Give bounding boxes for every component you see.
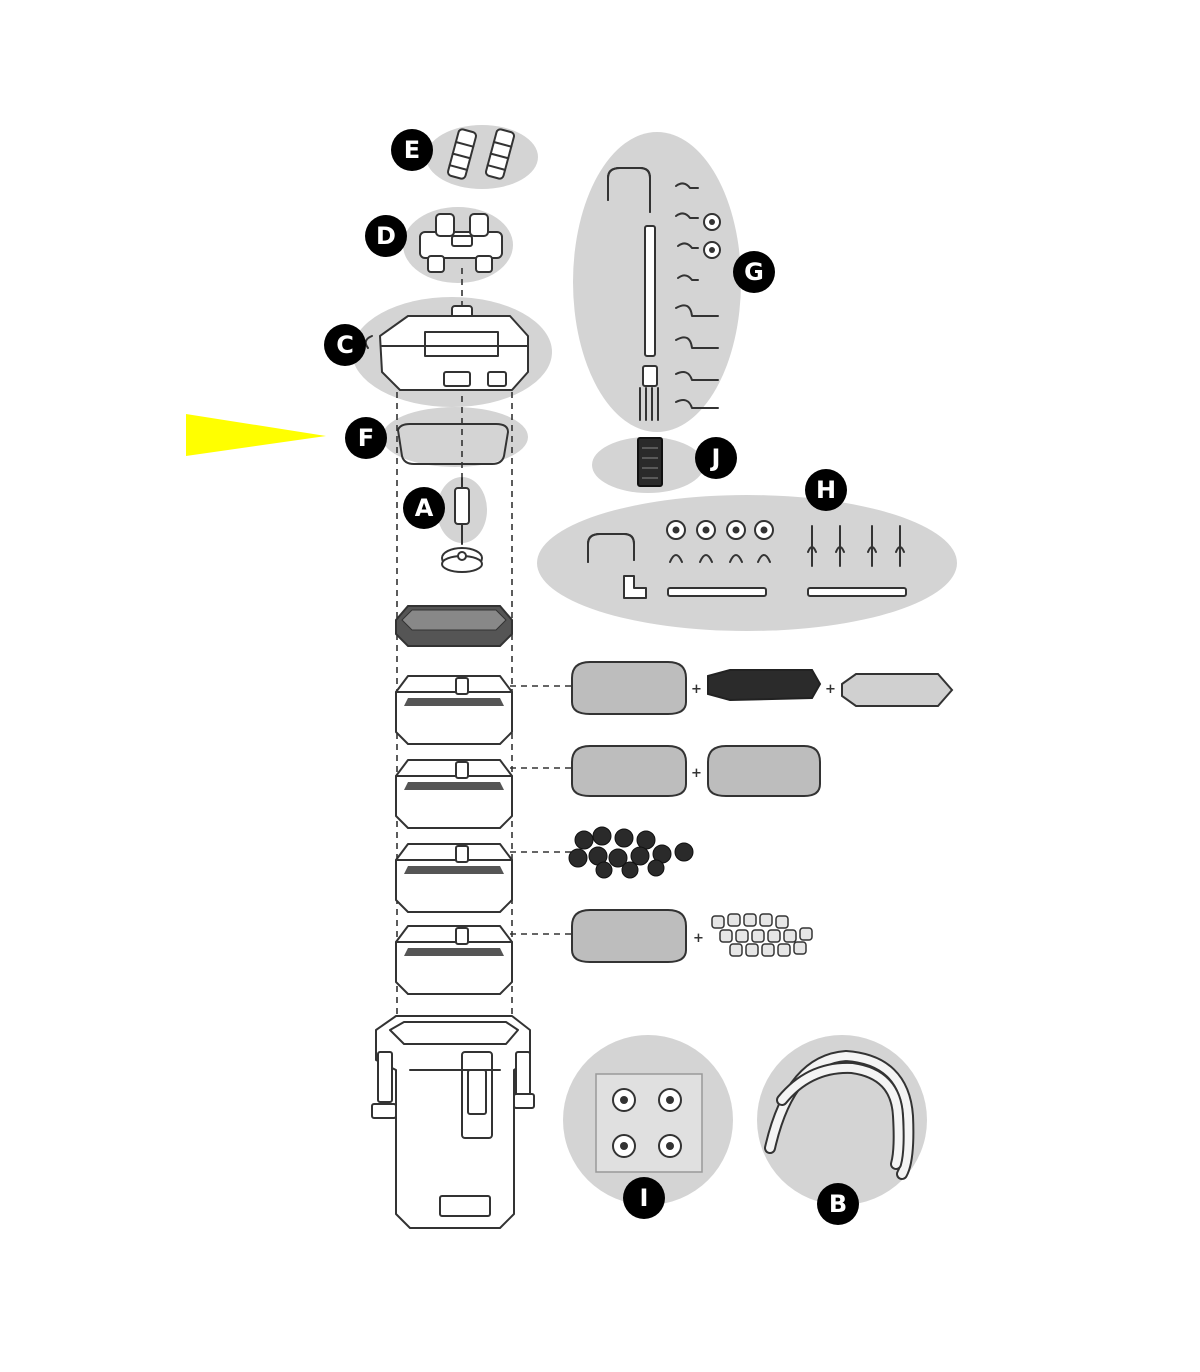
label-A: A: [403, 487, 445, 529]
suction-cups: [666, 520, 774, 540]
basket-1-media: + +: [571, 661, 954, 715]
halo-F: [382, 407, 528, 467]
label-F: F: [345, 417, 387, 459]
basket-3: [395, 843, 513, 913]
top-grid-plate: [395, 605, 513, 647]
basket-2-media: +: [571, 745, 821, 797]
plus-sign: +: [691, 682, 702, 697]
svg-text:J: J: [710, 444, 721, 472]
label-G: G: [733, 251, 775, 293]
svg-text:A: A: [415, 494, 434, 522]
basket-4: [395, 925, 513, 995]
outflow-parts-H: [587, 520, 907, 599]
label-H: H: [805, 469, 847, 511]
cartridge-J: [637, 437, 663, 487]
basket-2: [395, 759, 513, 829]
gasket-F: [397, 423, 509, 465]
label-J: J: [695, 437, 737, 479]
halo-G: [573, 132, 741, 432]
label-B: B: [817, 1183, 859, 1225]
svg-text:B: B: [829, 1190, 847, 1218]
sponge-pad: [571, 909, 687, 963]
filter-head-C: [364, 305, 529, 391]
ceramic-rings: [711, 913, 813, 957]
sponge-pad: [571, 745, 687, 797]
plus-sign: +: [693, 931, 704, 946]
label-C: C: [324, 324, 366, 366]
plus-sign: +: [691, 766, 702, 781]
coarse-sponge: [571, 661, 687, 715]
svg-text:C: C: [336, 331, 354, 359]
svg-text:G: G: [744, 258, 764, 286]
suction-cup-card-I: [595, 1073, 703, 1173]
bio-foam-block: [707, 669, 822, 702]
impeller-A: [441, 477, 483, 573]
sponge-pad: [707, 745, 821, 797]
label-badges: E D C F A G J H: [324, 129, 859, 1225]
fine-filter-pad: [841, 673, 954, 707]
plus-sign: +: [825, 682, 836, 697]
suction-clips: [675, 182, 719, 409]
label-E: E: [391, 129, 433, 171]
bio-balls: [568, 826, 694, 879]
basket-1: [395, 675, 513, 745]
svg-text:D: D: [376, 222, 396, 250]
label-I: I: [623, 1177, 665, 1219]
halo-H: [537, 495, 957, 631]
canister-body: [371, 1015, 535, 1229]
media-baskets: [395, 675, 513, 995]
hose-B: [764, 1049, 915, 1180]
pointer-arrow: [186, 414, 326, 456]
basket-4-media: +: [571, 909, 813, 963]
svg-text:I: I: [640, 1184, 649, 1212]
valve-connectors-E: [446, 128, 516, 180]
valve-block-D: [419, 213, 503, 273]
halo-E: [426, 125, 538, 189]
intake-parts-G: [607, 167, 721, 421]
svg-text:E: E: [404, 136, 420, 164]
svg-text:F: F: [358, 424, 374, 452]
svg-text:H: H: [816, 476, 836, 504]
label-D: D: [365, 215, 407, 257]
